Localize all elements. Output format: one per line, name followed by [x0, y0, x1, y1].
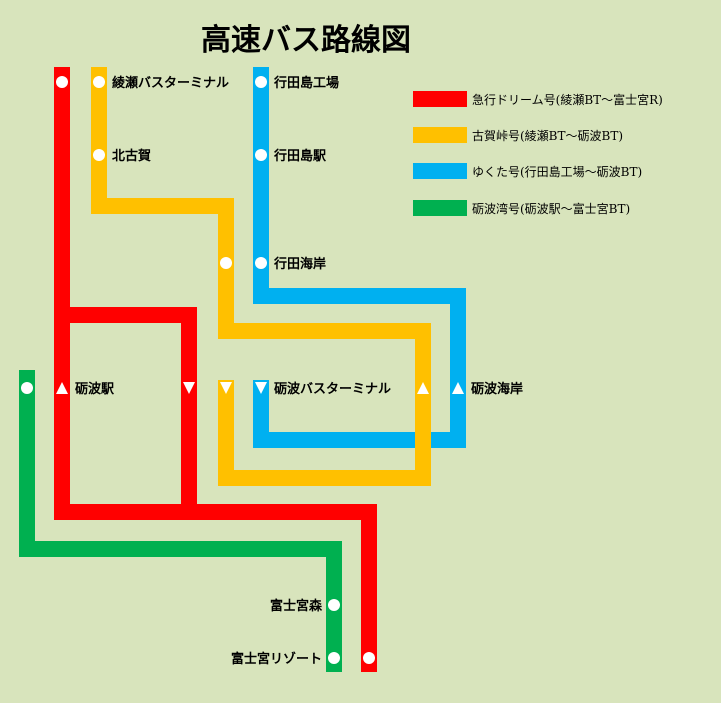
stop-label-gyoda-station: 行田島駅 — [273, 148, 327, 164]
stop-marker-red-ayase — [56, 76, 68, 88]
legend: 急行ドリーム号(綾瀬BT〜富士宮R) 古賀峠号(綾瀬BT〜砺波BT) ゆくた号(… — [413, 91, 663, 216]
legend-label-green: 砺波湾号(砺波駅〜富士宮BT) — [472, 201, 630, 216]
legend-swatch-green — [413, 200, 467, 216]
legend-swatch-yellow — [413, 127, 467, 143]
stop-marker-red-fujinomiya-resort — [363, 652, 375, 664]
down-triangle-icon — [255, 382, 267, 394]
legend-label-red: 急行ドリーム号(綾瀬BT〜富士宮R) — [472, 92, 663, 107]
stop-label-tonami-coast: 砺波海岸 — [471, 381, 523, 397]
stop-label-tonami-station: 砺波駅 — [75, 381, 115, 397]
stop-label-kitakoga: 北古賀 — [112, 148, 151, 164]
legend-swatch-blue — [413, 163, 467, 179]
map-title: 高速バス路線図 — [201, 23, 411, 58]
route-line-yellow — [91, 67, 431, 486]
down-triangle-icon — [220, 382, 232, 394]
stop-label-fujinomiya-resort: 富士宮リゾート — [231, 651, 322, 667]
stop-label-tonami-bt: 砺波バスターミナル — [274, 381, 391, 397]
up-triangle-icon — [56, 382, 68, 394]
legend-label-yellow: 古賀峠号(綾瀬BT〜砺波BT) — [472, 128, 623, 143]
stop-label-fujinomiya-mori: 富士宮森 — [270, 598, 323, 614]
route-line-red-loop — [54, 307, 197, 520]
stop-marker-green-fujinomiya-mori — [328, 599, 340, 611]
stop-label-gyoda-coast: 行田海岸 — [273, 256, 326, 272]
stop-marker-blue-gyoda-station — [255, 149, 267, 161]
stop-label-ayase-bt: 綾瀬バスターミナル — [112, 75, 229, 91]
stop-marker-green-tonami-station — [21, 382, 33, 394]
stop-marker-green-fujinomiya-resort — [328, 652, 340, 664]
stop-marker-yellow-ayase — [93, 76, 105, 88]
stop-marker-blue-gyoda-factory — [255, 76, 267, 88]
down-triangle-icon — [183, 382, 195, 394]
stop-marker-yellow-kitakoga — [93, 149, 105, 161]
up-triangle-icon — [452, 382, 464, 394]
stop-marker-yellow-gyoda-coast — [220, 257, 232, 269]
up-triangle-icon — [417, 382, 429, 394]
stop-label-gyoda-factory: 行田島工場 — [273, 75, 339, 91]
stop-marker-blue-gyoda-coast — [255, 257, 267, 269]
legend-swatch-red — [413, 91, 467, 107]
legend-label-blue: ゆくた号(行田島工場〜砺波BT) — [472, 164, 642, 179]
route-line-red — [54, 67, 377, 672]
